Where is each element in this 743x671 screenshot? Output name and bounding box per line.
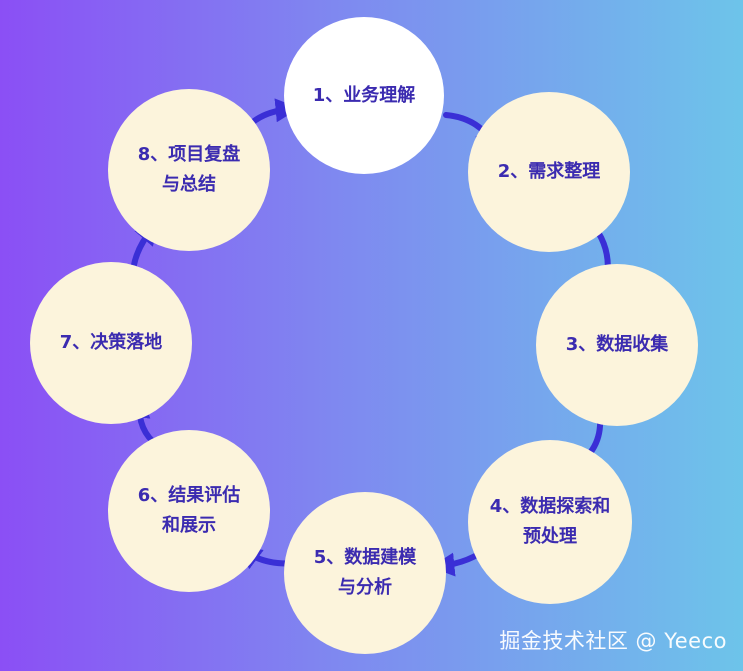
step-2-label: 2、需求整理 [497, 161, 601, 182]
step-4-exploration-preprocessing: 4、数据探索和 预处理 [468, 440, 632, 604]
step-5-label: 5、数据建模 与分析 [313, 547, 417, 598]
step-1-business-understanding: 1、业务理解 [284, 17, 444, 174]
step-6-evaluation-presentation: 6、结果评估 和展示 [108, 430, 270, 592]
step-8-review-summary: 8、项目复盘 与总结 [108, 89, 270, 251]
watermark: 掘金技术社区 @ Yeeco [499, 629, 727, 653]
step-7-label: 7、决策落地 [59, 332, 163, 353]
step-6-label: 6、结果评估 和展示 [137, 485, 241, 536]
step-4-label: 4、数据探索和 预处理 [489, 496, 611, 547]
step-3-label: 3、数据收集 [565, 334, 669, 355]
step-7-decision: 7、决策落地 [30, 262, 192, 424]
step-2-requirements: 2、需求整理 [468, 92, 630, 252]
step-5-modeling-analysis: 5、数据建模 与分析 [284, 492, 446, 654]
step-1-label: 1、业务理解 [312, 84, 416, 106]
step-3-data-collection: 3、数据收集 [536, 264, 698, 426]
step-8-label: 8、项目复盘 与总结 [137, 144, 241, 195]
